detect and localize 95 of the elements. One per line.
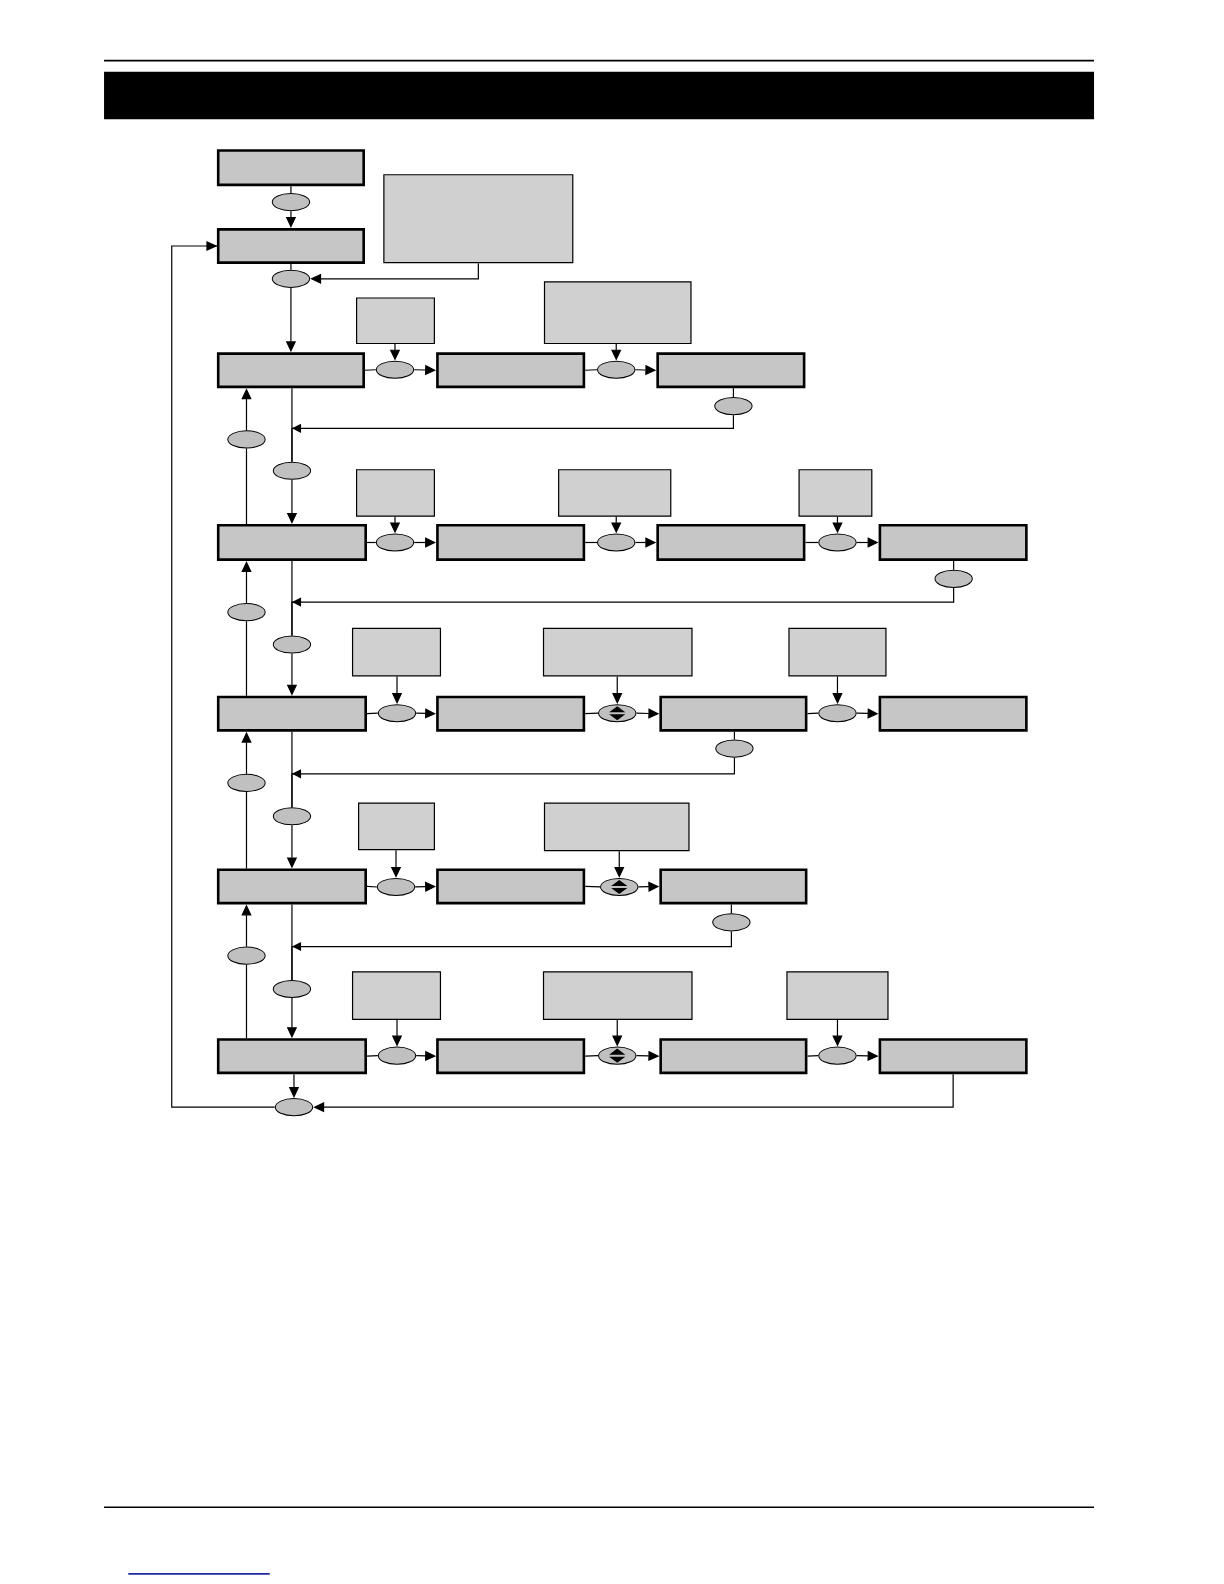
display-box — [659, 1038, 808, 1075]
arrow — [170, 240, 276, 1108]
key-button — [712, 913, 751, 932]
display-box — [216, 695, 367, 732]
key-button — [375, 533, 414, 552]
display-box — [878, 524, 1028, 561]
key-button — [596, 533, 636, 552]
connector-line — [584, 369, 598, 371]
key-button — [377, 1046, 417, 1065]
key-button — [714, 397, 753, 416]
display-box — [435, 352, 586, 389]
note-box — [543, 802, 690, 852]
connector-line — [366, 712, 379, 715]
key-button — [227, 773, 266, 792]
connector-line — [806, 712, 819, 715]
note-box — [543, 281, 692, 345]
connector-line — [245, 620, 247, 697]
arrow — [310, 262, 479, 284]
connector-line — [245, 447, 247, 525]
key-button — [375, 360, 414, 379]
display-box — [659, 695, 808, 732]
key-button — [715, 739, 754, 758]
connector-line — [366, 885, 378, 888]
connector-line — [291, 903, 293, 981]
key-button — [274, 1098, 313, 1117]
key-button — [272, 461, 311, 480]
arrow — [414, 881, 436, 892]
key-button — [227, 603, 266, 622]
arrow — [285, 210, 296, 228]
note-box — [351, 627, 441, 677]
connector-line — [584, 712, 599, 715]
display-box — [656, 352, 806, 389]
display-box — [216, 524, 367, 561]
display-box — [656, 524, 806, 561]
connector-line — [806, 1055, 819, 1057]
note-box — [351, 971, 441, 1020]
connector-line — [290, 185, 292, 194]
key-button — [272, 979, 311, 999]
connector-line — [730, 903, 732, 914]
connector-line — [291, 731, 293, 808]
arrow — [313, 1073, 954, 1113]
key-button — [376, 877, 415, 897]
connector-line — [245, 791, 247, 870]
display-box — [878, 695, 1028, 732]
display-box — [435, 524, 586, 561]
note-box — [557, 469, 672, 517]
arrow — [415, 708, 436, 719]
arrow — [413, 537, 436, 548]
arrow — [286, 479, 297, 524]
connector-line — [732, 387, 734, 398]
key-button — [272, 635, 311, 654]
note-box — [383, 174, 574, 264]
note-box — [357, 802, 435, 851]
connector-line — [584, 541, 598, 544]
key-button — [271, 269, 310, 288]
key-button — [377, 704, 417, 723]
note-box — [542, 971, 693, 1020]
key-button — [272, 807, 311, 826]
key-button — [818, 1046, 857, 1065]
key-button — [818, 704, 857, 723]
key-button — [596, 360, 636, 379]
note-box — [798, 469, 873, 517]
connector-line — [364, 369, 377, 371]
display-box — [216, 149, 365, 187]
key-button — [934, 569, 973, 588]
connector-line — [366, 541, 377, 544]
display-box — [216, 228, 365, 264]
connector-line — [952, 560, 955, 571]
connector-line — [584, 1055, 599, 1057]
connector-line — [245, 964, 247, 1039]
connector-line — [291, 387, 293, 463]
key-button — [227, 946, 266, 965]
key-button — [818, 533, 857, 552]
connector-line — [291, 560, 293, 637]
display-box — [216, 1038, 367, 1075]
display-box — [435, 868, 586, 905]
note-box — [542, 627, 693, 677]
display-box — [216, 868, 367, 905]
connector-line — [290, 263, 292, 271]
connector-line — [804, 541, 819, 544]
note-box — [788, 627, 887, 677]
note-box — [355, 297, 435, 345]
display-box — [435, 695, 586, 732]
arrow — [241, 561, 252, 604]
note-box — [786, 971, 889, 1020]
connector-line — [733, 731, 735, 741]
key-button — [227, 430, 266, 449]
display-box — [435, 1038, 586, 1075]
display-box — [659, 868, 808, 905]
display-box — [216, 352, 365, 389]
key-button — [271, 192, 310, 212]
connector-line — [366, 1055, 379, 1057]
display-box — [878, 1038, 1028, 1075]
note-box — [355, 469, 435, 517]
connector-line — [584, 885, 601, 888]
